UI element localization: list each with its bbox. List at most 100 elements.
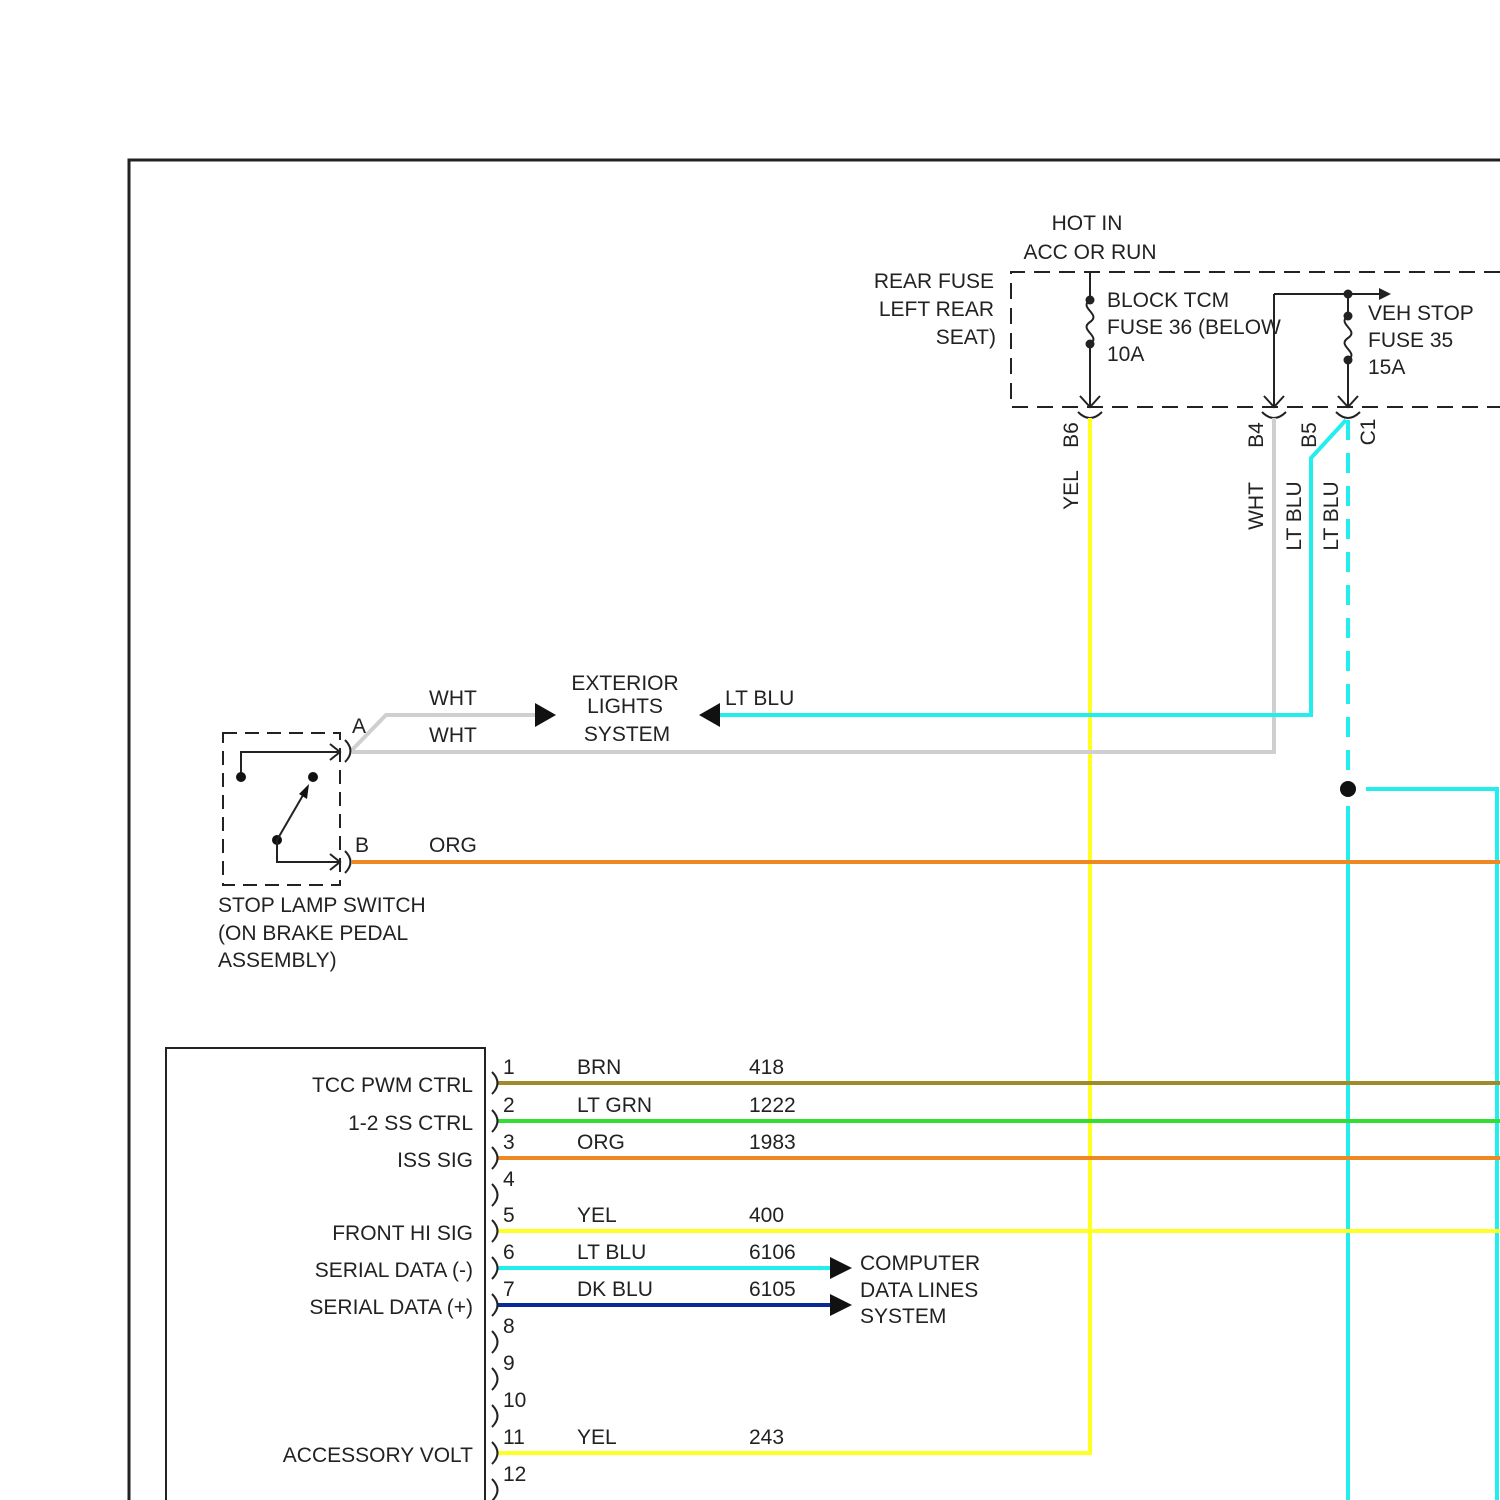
wire-label-wht-upper: WHT bbox=[429, 687, 477, 710]
module-pin-connector bbox=[492, 1405, 498, 1427]
fuse-block-name-line-1: REAR FUSE bbox=[874, 270, 994, 293]
fuse-36: BLOCK TCM FUSE 36 (BELOW 10A bbox=[1080, 272, 1281, 407]
module-pin-connector bbox=[492, 1294, 498, 1316]
module-pin-wire-color: BRN bbox=[577, 1056, 621, 1079]
wire-label-b4: WHT bbox=[1245, 482, 1268, 530]
arrow-serial-data-minus bbox=[830, 1257, 852, 1279]
module-pin-number: 2 bbox=[503, 1094, 515, 1117]
fuse-35-line-2: FUSE 35 bbox=[1368, 329, 1453, 352]
module-pin-circuit: 6106 bbox=[749, 1241, 796, 1264]
module-pin-function: SERIAL DATA (-) bbox=[315, 1259, 473, 1282]
wires bbox=[352, 418, 1500, 1500]
module-pin-function: FRONT HI SIG bbox=[332, 1222, 473, 1245]
module-pin-circuit: 1983 bbox=[749, 1131, 796, 1154]
module-pin-number: 6 bbox=[503, 1241, 515, 1264]
computer-data-lines-reference: COMPUTER DATA LINES SYSTEM bbox=[830, 1252, 980, 1328]
module-pin-function: ACCESSORY VOLT bbox=[283, 1444, 473, 1467]
module-pin-number: 3 bbox=[503, 1131, 515, 1154]
computer-data-lines-3: SYSTEM bbox=[860, 1305, 946, 1328]
connector-a bbox=[345, 740, 351, 762]
module-pin-wire-color: LT BLU bbox=[577, 1241, 646, 1264]
arrow-serial-data-plus bbox=[830, 1294, 852, 1316]
module-pin-number: 1 bbox=[503, 1056, 515, 1079]
module-pin-connector bbox=[492, 1072, 498, 1094]
wire-label-b5: LT BLU bbox=[1283, 481, 1306, 550]
fuse-36-line-2: FUSE 36 (BELOW bbox=[1107, 316, 1281, 339]
module-pin-number: 10 bbox=[503, 1389, 526, 1412]
pin-label-b5: B5 bbox=[1298, 422, 1321, 448]
wire-label-b6: YEL bbox=[1060, 470, 1083, 510]
fuse-35-line-3: 15A bbox=[1368, 356, 1405, 379]
module-pin-number: 11 bbox=[503, 1426, 525, 1449]
module-pin-number: 7 bbox=[503, 1278, 515, 1301]
exterior-lights-line-3: SYSTEM bbox=[584, 723, 670, 746]
pin-label-b6: B6 bbox=[1060, 422, 1083, 448]
module-pin-connector bbox=[492, 1110, 498, 1132]
connector-b6 bbox=[1078, 412, 1102, 418]
module-pin-number: 12 bbox=[503, 1463, 526, 1486]
fuse-block-supply-line-1: HOT IN bbox=[1052, 212, 1123, 235]
arrow-from-lt-blu bbox=[699, 703, 720, 727]
module-pin-connector bbox=[492, 1184, 498, 1206]
module-pin-wire-color: YEL bbox=[577, 1426, 617, 1449]
switch-pin-b: B bbox=[355, 834, 369, 857]
fuse-block-supply-line-2: ACC OR RUN bbox=[1023, 241, 1156, 264]
stop-lamp-caption-3: ASSEMBLY) bbox=[218, 949, 337, 972]
module-pin-connector bbox=[492, 1257, 498, 1279]
pin-label-b4: B4 bbox=[1245, 422, 1268, 448]
connector-b bbox=[345, 851, 351, 873]
connector-b4 bbox=[1262, 412, 1286, 418]
wire-wht-b4 bbox=[352, 418, 1274, 752]
wire-lt-blu-c1-branch bbox=[1366, 789, 1497, 1500]
module-pin-number: 5 bbox=[503, 1204, 515, 1227]
fuse-36-line-3: 10A bbox=[1107, 343, 1144, 366]
module-pin-wire-color: DK BLU bbox=[577, 1278, 653, 1301]
wire-label-wht-lower: WHT bbox=[429, 724, 477, 747]
exterior-lights-line-2: LIGHTS bbox=[587, 695, 663, 718]
module-pin-number: 4 bbox=[503, 1168, 515, 1191]
pin-label-c1: C1 bbox=[1357, 419, 1380, 446]
fuse-block-name-line-3: SEAT) bbox=[936, 326, 996, 349]
stop-lamp-caption-2: (ON BRAKE PEDAL bbox=[218, 922, 408, 945]
connector-c1 bbox=[1336, 412, 1360, 418]
module-pin-function: 1-2 SS CTRL bbox=[348, 1112, 473, 1135]
module-pin-function: ISS SIG bbox=[397, 1149, 473, 1172]
module-pin-connector bbox=[492, 1220, 498, 1242]
module-pin-circuit: 400 bbox=[749, 1204, 784, 1227]
module-pin-connector bbox=[492, 1479, 498, 1500]
wire-label-ext-lt-blu: LT BLU bbox=[725, 687, 794, 710]
fuse-block-name-line-2: LEFT REAR bbox=[879, 298, 994, 321]
fuse-35-line-1: VEH STOP bbox=[1368, 302, 1474, 325]
module-pin-circuit: 243 bbox=[749, 1426, 784, 1449]
module-pin-circuit: 418 bbox=[749, 1056, 784, 1079]
computer-data-lines-2: DATA LINES bbox=[860, 1279, 978, 1302]
stop-lamp-caption-1: STOP LAMP SWITCH bbox=[218, 894, 426, 917]
fuse-36-line-1: BLOCK TCM bbox=[1107, 289, 1229, 312]
arrow-to-exterior-lights bbox=[535, 703, 556, 727]
fuse-35-feed-arrow bbox=[1379, 288, 1391, 300]
splice-dot bbox=[1340, 781, 1356, 797]
switch-pin-a: A bbox=[352, 715, 366, 738]
fuse-35: VEH STOP FUSE 35 15A bbox=[1264, 288, 1474, 407]
exterior-lights-reference: EXTERIOR LIGHTS SYSTEM LT BLU WHT WHT OR… bbox=[429, 672, 794, 857]
module-pin-circuit: 1222 bbox=[749, 1094, 796, 1117]
module-pin-connector bbox=[492, 1368, 498, 1390]
module-pin-function: SERIAL DATA (+) bbox=[309, 1296, 473, 1319]
module-pin-function: TCC PWM CTRL bbox=[312, 1074, 473, 1097]
module-pin-circuit: 6105 bbox=[749, 1278, 796, 1301]
module-pin-number: 8 bbox=[503, 1315, 515, 1338]
fuse-36-symbol bbox=[1087, 300, 1094, 344]
wire-label-c1: LT BLU bbox=[1320, 481, 1343, 550]
module-pin-wire-color: LT GRN bbox=[577, 1094, 652, 1117]
module-pin-connector bbox=[492, 1331, 498, 1353]
exterior-lights-line-1: EXTERIOR bbox=[571, 672, 678, 695]
wire-lt-blu-b5 bbox=[718, 420, 1346, 715]
wire-label-org: ORG bbox=[429, 834, 477, 857]
module-pin-number: 9 bbox=[503, 1352, 515, 1375]
module-pin-wire-color: ORG bbox=[577, 1131, 625, 1154]
switch-contact-arm bbox=[277, 790, 306, 840]
module-pin-connector bbox=[492, 1442, 498, 1464]
fuse-35-symbol bbox=[1345, 316, 1352, 360]
